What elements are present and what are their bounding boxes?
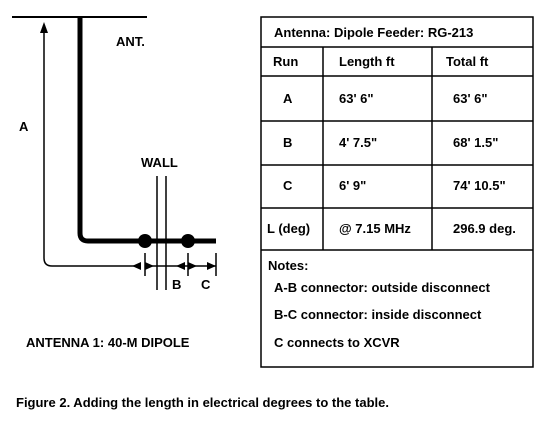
row-c-run: C [283,178,293,193]
ant-label: ANT. [116,34,145,49]
dimension-a-arrowhead [40,22,48,33]
row-b-length: 4' 7.5" [339,135,378,150]
dimension-b-arrow-right [145,262,154,270]
figure-caption: Figure 2. Adding the length in electrica… [16,395,389,410]
row-l-total: 296.9 deg. [453,221,516,236]
dimension-b-arrow-left [132,262,141,270]
column-header-run: Run [273,54,299,69]
row-c-total: 74' 10.5" [453,178,506,193]
dimension-c-arrow-left [176,262,185,270]
dimension-a-label: A [19,119,29,134]
note-item: A-B connector: outside disconnect [274,280,490,295]
dimension-c-label: C [201,277,211,292]
table-header: Antenna: Dipole Feeder: RG-213 [274,25,474,40]
wall-label: WALL [141,155,178,170]
dimension-c-arrow-right [188,262,197,270]
row-a-length: 63' 6" [339,91,374,106]
dimension-c-arrow-end [207,262,216,270]
note-item: C connects to XCVR [274,335,400,350]
feedline [77,17,216,244]
row-l-run: L (deg) [267,221,311,236]
dimension-a-line [43,28,140,267]
row-a-run: A [283,91,293,106]
row-a-total: 63' 6" [453,91,488,106]
dimension-b-label: B [172,277,182,292]
row-b-run: B [283,135,293,150]
row-l-length: @ 7.15 MHz [339,221,411,236]
antenna-caption: ANTENNA 1: 40-M DIPOLE [26,335,190,350]
connector-bc [181,234,195,248]
row-c-length: 6' 9" [339,178,367,193]
note-item: B-C connector: inside disconnect [274,307,482,322]
notes-title: Notes: [268,258,309,273]
column-header-length: Length ft [339,54,395,69]
data-table [260,16,534,368]
connector-ab [138,234,152,248]
row-b-total: 68' 1.5" [453,135,499,150]
column-header-total: Total ft [446,54,489,69]
